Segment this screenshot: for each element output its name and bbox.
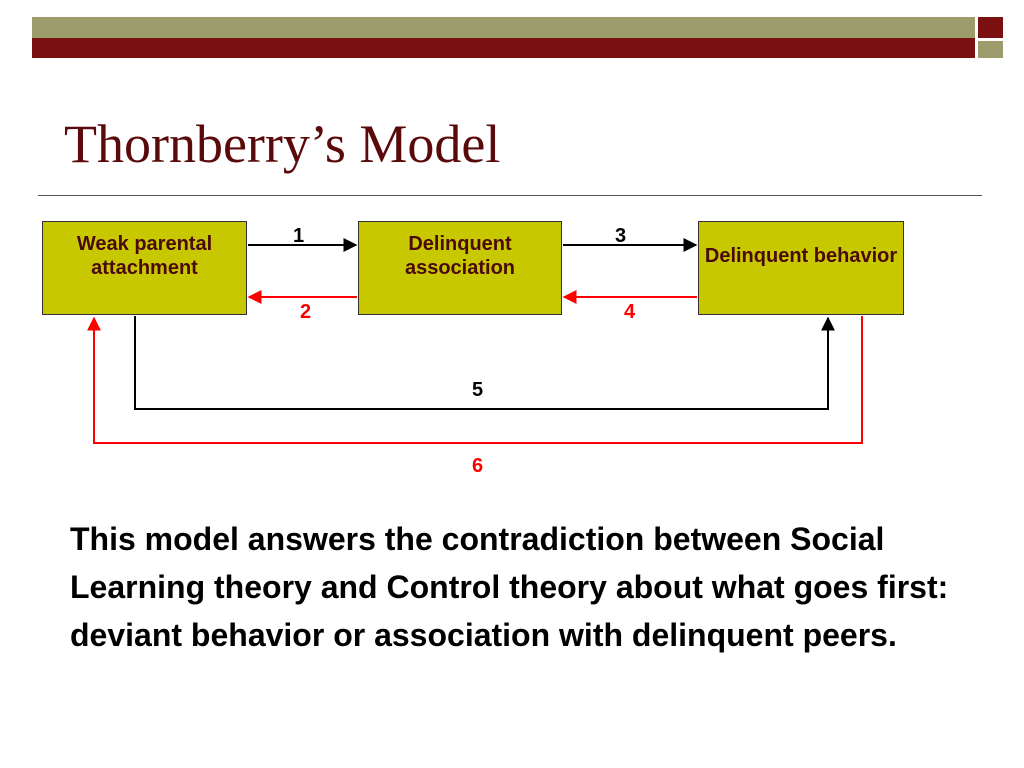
node-delinquent-behavior: Delinquent behavior: [698, 221, 904, 315]
edge-5-arrow: [134, 316, 835, 410]
node-label: Delinquent association: [404, 232, 516, 279]
header-band-olive: [32, 17, 975, 38]
edge-label-1: 1: [293, 225, 305, 247]
node-weak-parental-attachment: Weak parental attachment: [42, 221, 247, 315]
slide-title: Thornberry’s Model: [64, 114, 501, 174]
header-square-olive: [978, 41, 1003, 58]
header-square-red: [978, 17, 1003, 38]
node-label: Weak parental attachment: [76, 232, 213, 279]
slide-body-text: This model answers the contradiction bet…: [70, 521, 949, 653]
edge-label-2: 2: [300, 301, 312, 323]
node-label: Delinquent behavior: [704, 244, 898, 267]
edge-label-5: 5: [472, 379, 484, 401]
edge-6-arrow: [87, 316, 863, 444]
header-band-red: [32, 38, 975, 58]
node-delinquent-association: Delinquent association: [358, 221, 562, 315]
edge-label-4: 4: [624, 301, 636, 323]
edge-label-3: 3: [615, 225, 627, 247]
title-divider: [38, 195, 982, 196]
edge-label-6: 6: [472, 455, 484, 477]
